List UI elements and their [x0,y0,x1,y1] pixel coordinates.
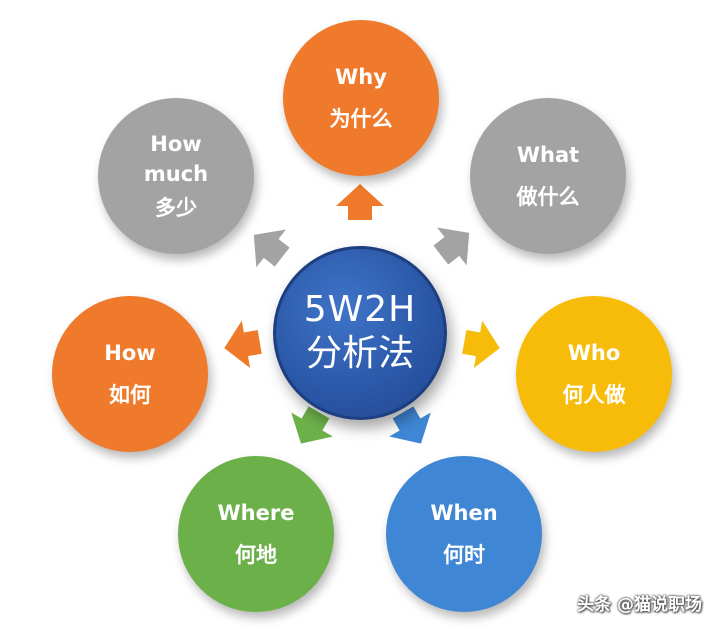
arrow-how-much-shape [253,229,290,268]
node-how-much: How much 多少 [98,98,254,254]
node-how: How 如何 [52,296,208,452]
node-what-label-en: What [516,143,580,167]
center-subtitle: 分析法 [305,333,414,374]
center-title: 5W2H [303,289,417,330]
node-who-label-en: Who [567,341,621,365]
node-who-label-zh: 何人做 [562,383,626,407]
arrow-what-shape [433,227,470,266]
node-what-label-zh: 做什么 [516,185,580,209]
node-when: When 何时 [386,456,542,612]
node-why-label-zh: 为什么 [329,107,393,131]
node-who: Who 何人做 [516,296,672,452]
node-when-label-en: When [430,501,498,525]
node-where: Where 何地 [178,456,334,612]
center-node-5w2h: 5W2H 分析法 [273,246,447,420]
arrow-why-shape [336,184,384,220]
arrow-how-much [253,229,290,268]
arrow-who-shape [462,320,500,368]
node-where-label-en: Where [217,501,295,525]
node-why-label-en: Why [335,65,387,89]
node-how-much-label-zh: 多少 [155,196,197,220]
arrow-when-shape [389,406,431,444]
node-why: Why 为什么 [283,20,439,176]
node-how-much-label-en: How much [143,132,209,186]
node-what: What 做什么 [470,98,626,254]
node-where-label-zh: 何地 [235,543,277,567]
node-when-label-zh: 何时 [443,543,485,567]
arrow-who [462,320,500,368]
arrow-how-shape [224,320,262,368]
arrow-where [291,406,333,444]
watermark: 头条 @猫说职场 [577,595,702,615]
arrow-how [224,320,262,368]
node-how-label-en: How [104,341,156,365]
arrow-what [433,227,470,266]
arrow-why [336,184,384,220]
arrow-when [389,406,431,444]
node-how-label-zh: 如何 [109,383,151,407]
arrow-where-shape [291,406,333,444]
